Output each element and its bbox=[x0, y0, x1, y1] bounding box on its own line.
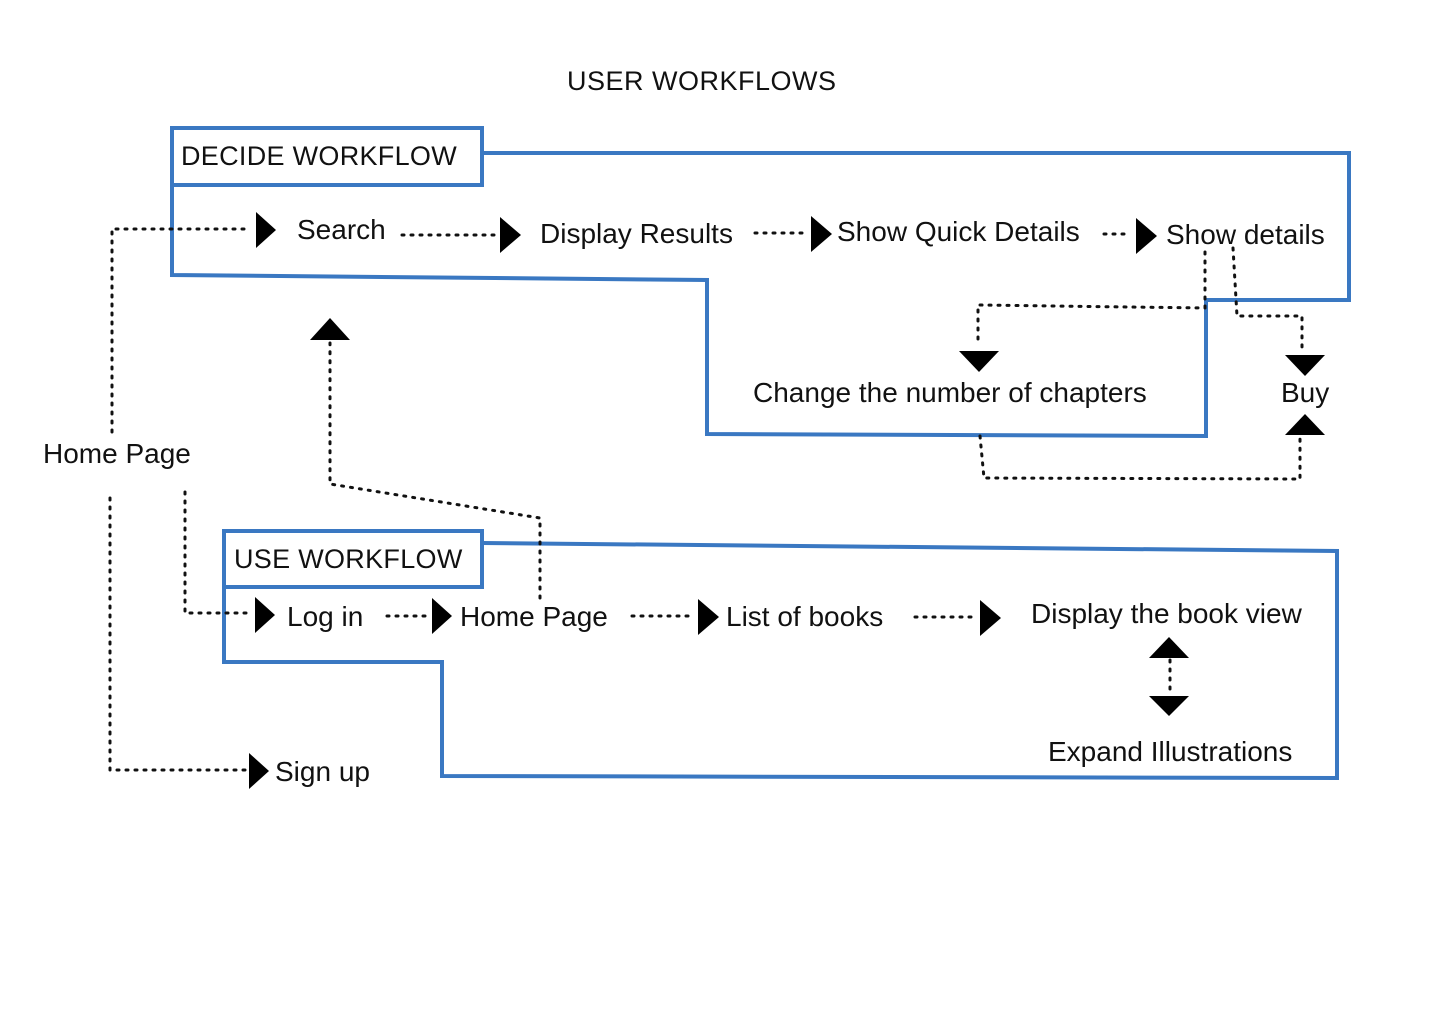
step-buy: Buy bbox=[1281, 377, 1330, 408]
connector-details-to-chapters bbox=[976, 250, 1207, 347]
arrowhead-to-buy-top bbox=[1285, 355, 1325, 376]
step-expand-illustrations: Expand Illustrations bbox=[1048, 736, 1293, 767]
connector-home-to-signup bbox=[108, 496, 247, 772]
arrowhead-to-chapters bbox=[959, 351, 999, 372]
step-log-in: Log in bbox=[287, 601, 364, 632]
arrowhead-to-bookview bbox=[980, 600, 1001, 636]
step-show-quick-details: Show Quick Details bbox=[837, 216, 1080, 247]
arrowhead-to-expand bbox=[1149, 696, 1189, 716]
connector-home-to-login bbox=[183, 490, 252, 615]
connector-chapters-to-buy bbox=[978, 434, 1302, 481]
step-display-book-view: Display the book view bbox=[1031, 598, 1302, 629]
decide-workflow-label: DECIDE WORKFLOW bbox=[181, 141, 458, 171]
connector-use-home-to-decide bbox=[328, 341, 542, 600]
step-search: Search bbox=[297, 214, 386, 245]
arrowhead-to-use-home bbox=[432, 598, 452, 634]
use-workflow-label-box bbox=[222, 529, 484, 589]
arrowhead-to-details bbox=[1136, 218, 1157, 254]
arrowhead-to-signup bbox=[249, 753, 269, 789]
arrowhead-to-search bbox=[256, 212, 276, 248]
step-change-chapters: Change the number of chapters bbox=[753, 377, 1147, 408]
connector-details-to-buy bbox=[1231, 246, 1304, 351]
use-workflow-boundary bbox=[222, 541, 1339, 781]
step-sign-up: Sign up bbox=[275, 756, 370, 787]
arrowhead-to-results bbox=[500, 217, 521, 253]
arrowhead-to-decide bbox=[310, 318, 350, 340]
home-page-label: Home Page bbox=[43, 438, 191, 469]
use-workflow-label: USE WORKFLOW bbox=[234, 544, 463, 574]
arrowhead-to-quick bbox=[811, 216, 832, 252]
arrowhead-to-bookview-up bbox=[1149, 637, 1189, 658]
step-use-home-page: Home Page bbox=[460, 601, 608, 632]
decide-workflow-label-box bbox=[170, 126, 484, 187]
step-list-of-books: List of books bbox=[726, 601, 884, 632]
connector-home-to-search bbox=[110, 227, 250, 434]
diagram-title: USER WORKFLOWS bbox=[567, 66, 837, 96]
step-display-results: Display Results bbox=[540, 218, 733, 249]
arrowhead-to-books bbox=[698, 599, 719, 635]
step-show-details: Show details bbox=[1166, 219, 1325, 250]
arrowhead-to-buy-bottom bbox=[1285, 414, 1325, 435]
arrowhead-to-login bbox=[255, 597, 275, 633]
decide-workflow-boundary bbox=[170, 151, 1351, 439]
